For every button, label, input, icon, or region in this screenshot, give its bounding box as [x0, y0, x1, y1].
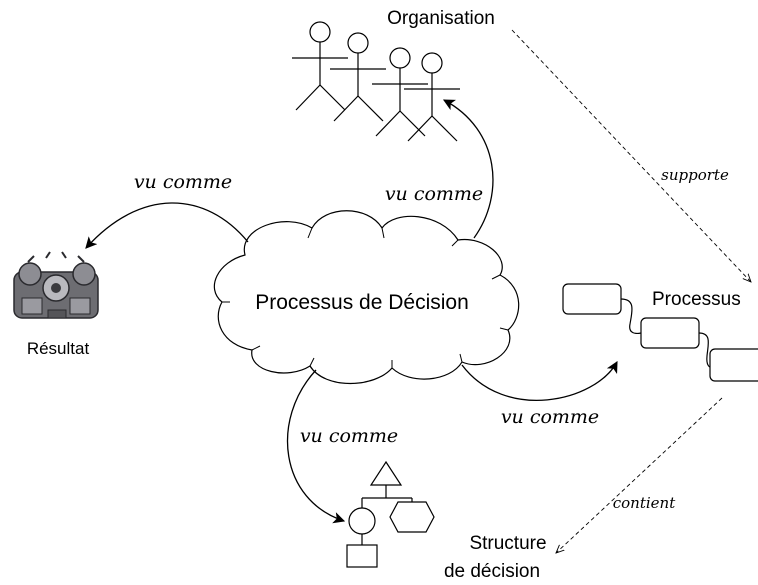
- edge-label-to-process: vu comme: [501, 406, 599, 428]
- decision-structure-icon: [346, 460, 435, 568]
- organisation-figures: [292, 21, 460, 142]
- engine-icon: [13, 251, 99, 319]
- arrow-contains: [556, 397, 723, 553]
- edge-label-supports: supporte: [661, 166, 729, 184]
- process-label: Processus: [652, 289, 741, 310]
- edge-label-to-result: vu comme: [134, 171, 232, 193]
- process-boxes: [562, 283, 758, 382]
- structure-label-line2: de décision: [444, 561, 540, 582]
- decision-process-label: Processus de Décision: [255, 291, 469, 314]
- arrow-supports: [511, 29, 751, 282]
- arrow-to-structure: [286, 369, 346, 524]
- decision-process-cloud: Processus de Décision: [213, 210, 520, 384]
- arrow-to-organisation: [442, 99, 494, 239]
- edge-label-to-structure: vu comme: [300, 425, 398, 447]
- result-label: Résultat: [27, 339, 90, 358]
- arrow-to-result: [85, 202, 249, 249]
- structure-label-line1: Structure: [469, 533, 546, 554]
- organisation-label: Organisation: [387, 8, 495, 29]
- edge-label-contains: contient: [613, 494, 676, 512]
- arrow-to-process: [461, 360, 618, 401]
- edge-label-to-organisation: vu comme: [385, 183, 483, 205]
